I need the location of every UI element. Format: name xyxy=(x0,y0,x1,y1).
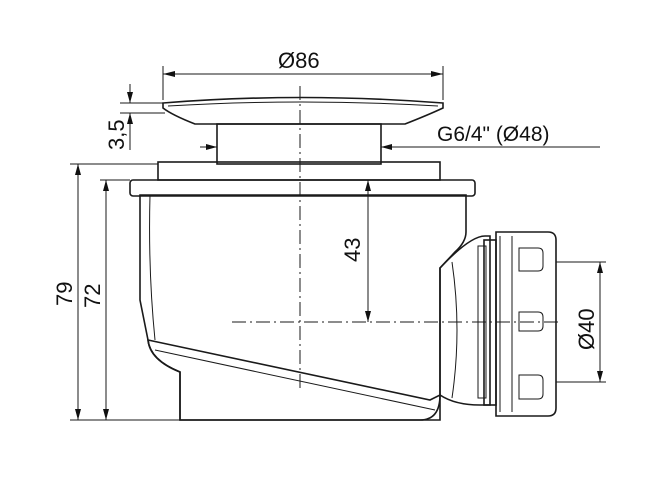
elbow-shade-line xyxy=(451,261,458,399)
body-shade-line xyxy=(149,194,156,341)
outlet-diameter-label: Ø40 xyxy=(574,308,599,350)
cap-highlight xyxy=(167,101,439,107)
dimension-cap-thickness: 3,5 xyxy=(104,84,165,150)
total-height-label: 79 xyxy=(52,282,77,306)
top-flange xyxy=(129,179,476,197)
dimension-body-height: 72 xyxy=(80,179,130,420)
dimension-top-diameter: Ø86 xyxy=(162,48,444,100)
trap-bottom-slant xyxy=(147,338,441,421)
drain-cap xyxy=(162,96,444,125)
outlet-nut xyxy=(495,231,557,417)
dimension-depth: 43 xyxy=(340,180,371,322)
outlet-elbow xyxy=(439,235,491,406)
dimension-outlet-diameter: Ø40 xyxy=(556,261,606,383)
cap-thickness-label: 3,5 xyxy=(104,119,129,150)
trap-body xyxy=(139,194,467,421)
upper-ring xyxy=(157,161,441,181)
dimension-thread: G6/4" (Ø48) xyxy=(200,123,600,150)
threaded-neck xyxy=(216,123,382,165)
body-height-label: 72 xyxy=(80,284,105,308)
depth-label: 43 xyxy=(340,238,365,262)
thread-label: G6/4" (Ø48) xyxy=(437,123,550,146)
nut-ribs xyxy=(499,236,544,412)
slant-line xyxy=(154,349,436,411)
top-diameter-label: Ø86 xyxy=(278,48,320,73)
dimension-total-height: 79 xyxy=(52,163,180,421)
